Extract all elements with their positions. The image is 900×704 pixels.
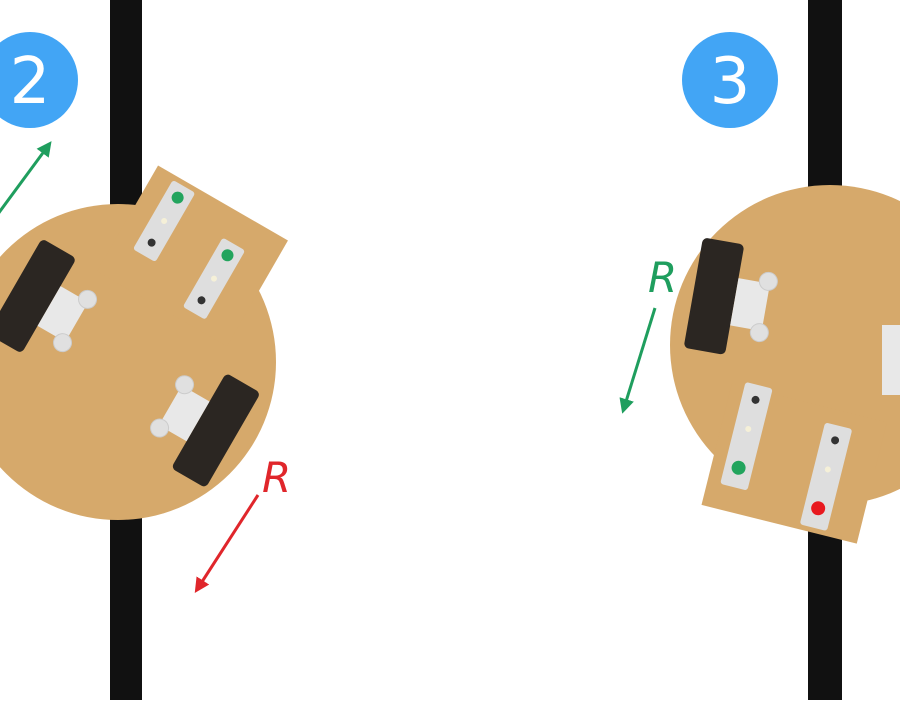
step-badge-2: 2 xyxy=(0,32,78,128)
robot-left xyxy=(0,165,288,520)
green-arrow-label: R xyxy=(648,253,677,302)
robot-left-motor-bracket-bottom xyxy=(158,385,210,442)
robot-right-green-led xyxy=(731,460,746,475)
robot-left-wheel-top xyxy=(0,240,98,353)
robot-left-green-led-2 xyxy=(221,249,234,262)
robot-right xyxy=(670,185,900,544)
robot-right-sensor-board xyxy=(701,382,887,544)
step-number-3: 3 xyxy=(710,45,751,119)
robot-left-wheel-bottom xyxy=(150,374,259,487)
step-badge-3: 3 xyxy=(682,32,778,128)
robot-right-red-led xyxy=(811,501,826,516)
robot-right-bracket-edge xyxy=(882,325,900,395)
robot-right-motor-bracket xyxy=(730,278,770,331)
robot-left-motor-bracket-top xyxy=(37,286,89,342)
red-arrow-label: R xyxy=(262,453,291,502)
robot-left-green-led-1 xyxy=(171,191,184,204)
robot-right-wheel xyxy=(684,238,778,355)
green-direction-arrow-right xyxy=(619,307,657,414)
green-direction-arrow-left xyxy=(0,141,52,214)
step-number-2: 2 xyxy=(10,45,51,119)
robot-left-sensor-board xyxy=(97,165,288,347)
red-direction-arrow xyxy=(194,494,260,594)
